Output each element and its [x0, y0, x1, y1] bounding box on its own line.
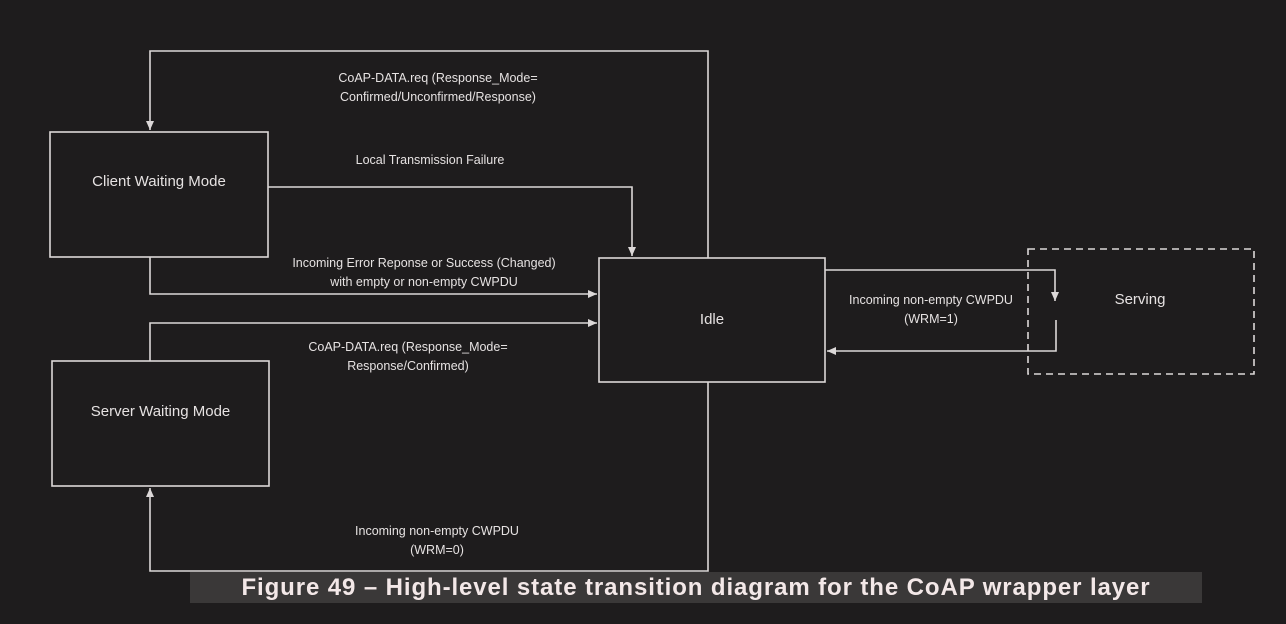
label-client-failure: Local Transmission Failure [355, 153, 505, 167]
arrow-client-failure-to-idle [268, 186, 636, 256]
arrow-client-response-to-idle [149, 257, 597, 298]
server-waiting-box [51, 360, 270, 487]
arrow-serving-to-idle [827, 320, 1057, 355]
idle-box [598, 257, 826, 383]
figure-caption: Figure 49 – High-level state transition … [190, 572, 1202, 603]
label-line: Incoming non-empty CWPDU [355, 524, 519, 538]
arrow-idle-to-client [146, 50, 709, 258]
label-line: Response/Confirmed) [347, 359, 469, 373]
serving-box [1027, 248, 1255, 375]
state-client-waiting: Client Waiting Mode [92, 173, 226, 190]
label-idle-to-serving: Incoming non-empty CWPDU (WRM=1) [826, 291, 1036, 329]
client-waiting-box [49, 131, 269, 258]
label-idle-to-server: Incoming non-empty CWPDU (WRM=0) [332, 522, 542, 560]
label-line: Confirmed/Unconfirmed/Response) [340, 90, 536, 104]
label-line: Incoming non-empty CWPDU [849, 293, 1013, 307]
label-line: CoAP-DATA.req (Response_Mode= [308, 340, 508, 354]
label-server-to-idle: CoAP-DATA.req (Response_Mode= Response/C… [278, 338, 538, 376]
arrow-idle-to-serving [825, 269, 1059, 301]
arrow-server-to-idle [149, 319, 597, 361]
label-line: (WRM=0) [410, 543, 464, 557]
label-idle-to-client: CoAP-DATA.req (Response_Mode= Confirmed/… [288, 69, 588, 107]
label-client-response: Incoming Error Reponse or Success (Chang… [254, 254, 594, 292]
state-idle: Idle [699, 311, 725, 328]
label-line: with empty or non-empty CWPDU [330, 275, 518, 289]
arrow-idle-to-server [146, 382, 709, 572]
state-serving: Serving [1114, 291, 1166, 308]
label-line: Incoming Error Reponse or Success (Chang… [292, 256, 556, 270]
label-line: CoAP-DATA.req (Response_Mode= [338, 71, 538, 85]
state-server-waiting: Server Waiting Mode [90, 403, 231, 420]
label-line: (WRM=1) [904, 312, 958, 326]
